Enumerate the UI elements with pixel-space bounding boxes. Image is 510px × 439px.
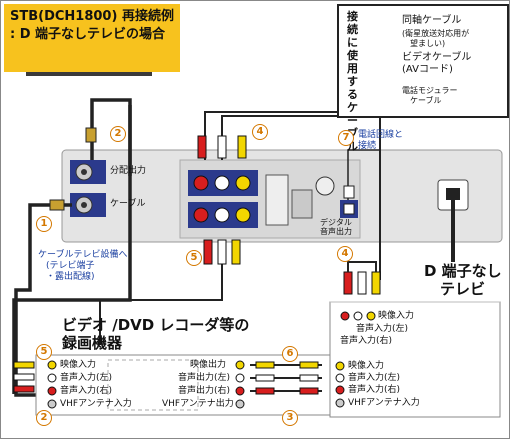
recorder-right-audio-l: 音声出力(左) <box>178 373 231 383</box>
coax-cable-1 <box>14 203 72 397</box>
cable-facility-line-3: ・露出配線) <box>46 272 95 282</box>
cable-facility-line-2: (テレビ端子 <box>46 261 95 271</box>
digital-audio-label-2: 音声出力 <box>320 227 352 236</box>
cable-in-label: ケーブル <box>110 199 146 209</box>
digital-audio-label-1: デジタル <box>320 218 352 227</box>
legend-video: ビデオケーブル <box>402 52 472 63</box>
tv-label-1: D 端子なし <box>424 262 502 280</box>
tv-top-audio-in-l: 音声入力(左) <box>356 324 409 334</box>
marker-1: 1 <box>36 216 52 232</box>
legend-modular-2: ケーブル <box>410 96 442 105</box>
tv-audio-in-l: 音声入力(左) <box>348 373 401 383</box>
tv-label-2: テレビ <box>440 280 486 298</box>
tv-top-video-in: 映像入力 <box>378 311 415 321</box>
legend-coax: 同軸ケーブル <box>402 15 462 26</box>
phone-line-label-1: 電話回線と <box>358 130 404 140</box>
marker-4-top: 4 <box>252 124 268 140</box>
legend-modular-1: 電話モジュラー <box>402 86 458 95</box>
marker-4-tv: 4 <box>337 246 353 262</box>
tv-top-audio-in-r: 音声入力(右) <box>340 336 393 346</box>
av2-yellow-jack <box>235 207 251 223</box>
av1-red-jack <box>193 175 209 191</box>
av1-yellow-jack <box>235 175 251 191</box>
marker-5-stb: 5 <box>186 250 202 266</box>
phone-line-label-2: 接続 <box>358 141 377 151</box>
av2-white-jack <box>214 207 230 223</box>
video-cable-5 <box>99 240 223 345</box>
marker-3: 3 <box>282 410 298 426</box>
title-line-1: STB(DCH1800) 再接続例 <box>10 9 174 24</box>
legend-coax-note-2: 望ましい) <box>410 39 446 48</box>
av1-white-jack <box>214 175 230 191</box>
av2-red-jack <box>193 207 209 223</box>
title-box: STB(DCH1800) 再接続例 : D 端子なしテレビの場合 <box>4 4 180 72</box>
recorder-right-audio-r: 音声出力(右) <box>178 386 231 396</box>
legend-video-note: (AVコード) <box>402 64 453 75</box>
marker-2-top: 2 <box>110 126 126 142</box>
cable-facility-line-1: ケーブルテレビ設備へ <box>38 250 128 260</box>
tv-vhf-in: VHFアンテナ入力 <box>348 398 420 408</box>
phone-cable <box>347 149 380 200</box>
marker-2-bottom: 2 <box>36 410 52 426</box>
s-video-jack <box>315 176 335 196</box>
recorder-left-audio-l: 音声入力(左) <box>60 373 113 383</box>
distribution-out-label: 分配出力 <box>110 166 147 176</box>
tv-video-in: 映像入力 <box>348 361 385 371</box>
recorder-right-video-out: 映像出力 <box>190 360 227 370</box>
cable-legend: 接続に使用するケーブル <box>337 4 509 153</box>
recorder-right-vhf: VHFアンテナ出力 <box>162 399 234 409</box>
tv-audio-in-r: 音声入力(右) <box>348 385 401 395</box>
marker-6: 6 <box>282 346 298 362</box>
coax-cable-2 <box>12 105 132 394</box>
tv-panel <box>329 301 501 418</box>
marker-5-recorder: 5 <box>36 344 52 360</box>
recorder-left-video-in: 映像入力 <box>60 360 97 370</box>
legend-coax-note-1: (衛星放送対応用が <box>402 29 470 38</box>
recorder-label-1: ビデオ /DVD レコーダ等の <box>62 316 250 334</box>
marker-7: 7 <box>338 130 354 146</box>
recorder-label-2: 録画機器 <box>62 334 123 352</box>
recorder-left-audio-r: 音声入力(右) <box>60 386 113 396</box>
title-line-2: : D 端子なしテレビの場合 <box>10 27 166 42</box>
recorder-left-vhf: VHFアンテナ入力 <box>60 399 132 409</box>
